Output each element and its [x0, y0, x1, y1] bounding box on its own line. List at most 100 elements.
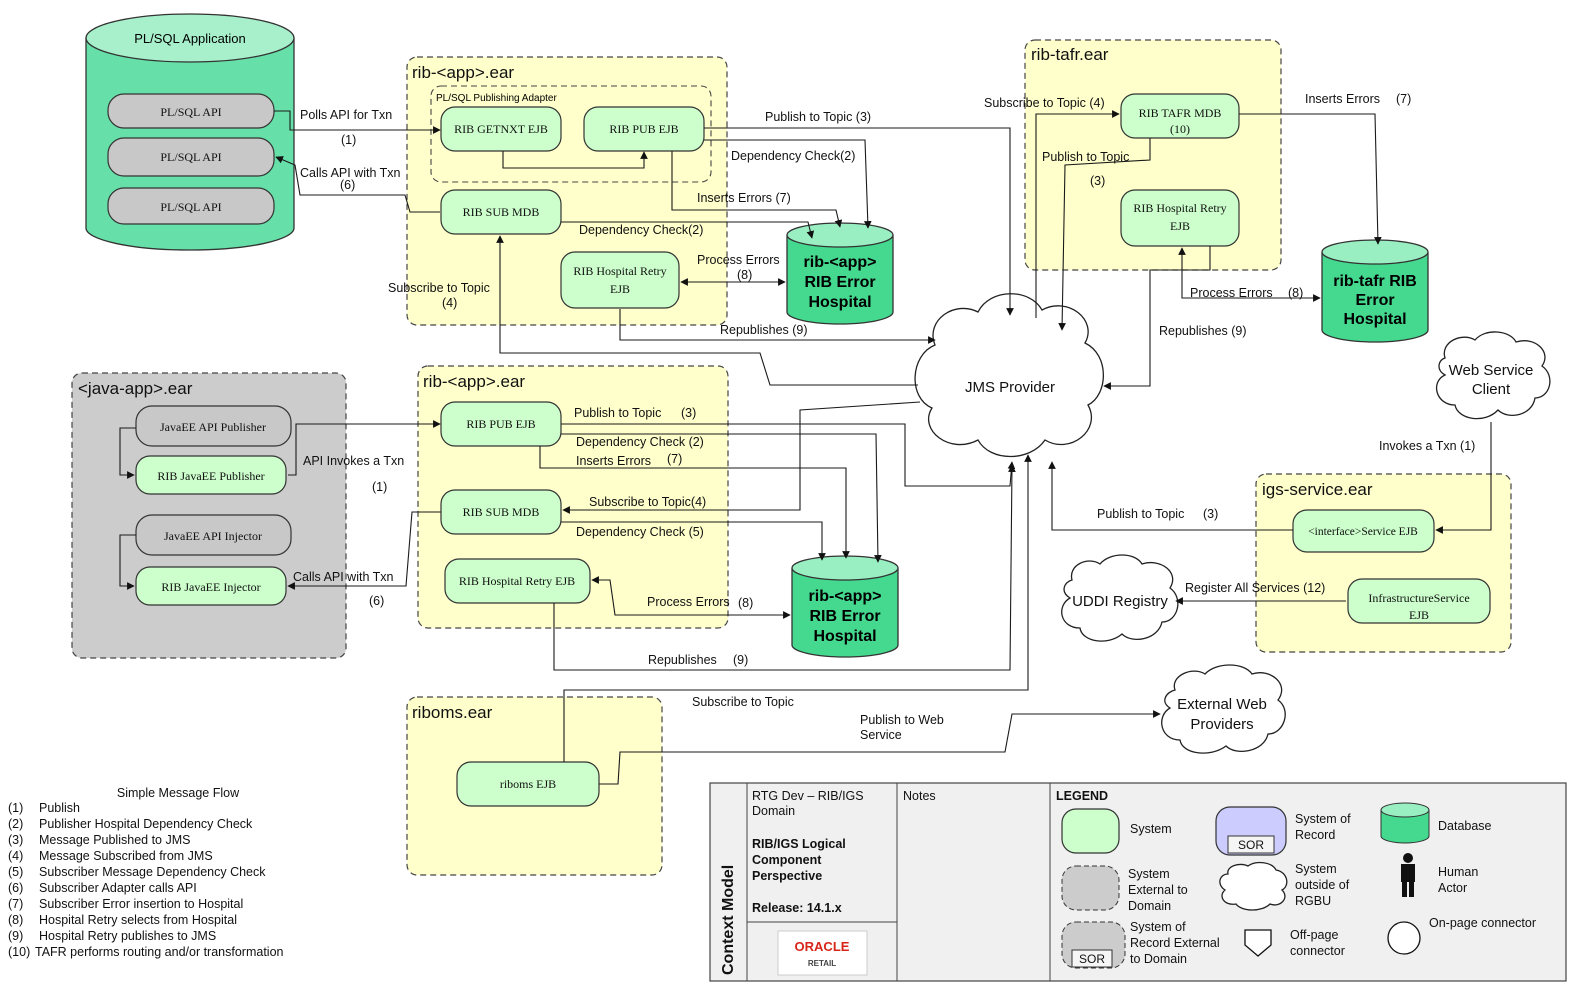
svg-text:System of: System of: [1295, 812, 1351, 826]
uddi-registry-cloud: UDDI Registry: [1061, 554, 1179, 642]
svg-text:to Domain: to Domain: [1130, 952, 1187, 966]
svg-text:Hospital: Hospital: [813, 628, 876, 645]
message-flow-num: (4): [8, 849, 23, 863]
rib-tafr-ear: rib-tafr.ear RIB TAFR MDB (10) RIB Hospi…: [1024, 39, 1282, 271]
svg-text:(6): (6): [369, 594, 384, 608]
jms-provider-cloud: JMS Provider: [914, 293, 1105, 458]
message-flow-text: Subscriber Adapter calls API: [39, 881, 197, 895]
svg-text:(8): (8): [737, 268, 752, 282]
riboms-title: riboms.ear: [412, 703, 493, 722]
on-page-connector-icon: [1387, 921, 1421, 955]
hospital-db-top: rib-<app> RIB Error Hospital: [786, 222, 894, 325]
svg-text:Error: Error: [1355, 292, 1394, 309]
legend-database-icon: [1380, 802, 1430, 844]
rib-hospital-retry-top[interactable]: [560, 251, 680, 309]
svg-text:RIB JavaEE Injector: RIB JavaEE Injector: [161, 580, 260, 594]
plsql-api-label-1: PL/SQL API: [160, 105, 221, 119]
svg-text:RIB/IGS Logical: RIB/IGS Logical: [752, 837, 846, 851]
rib-pub-ejb-top[interactable]: [583, 106, 705, 152]
infrastructure-service-ejb[interactable]: [1347, 578, 1491, 624]
svg-text:RIB SUB MDB: RIB SUB MDB: [463, 505, 540, 519]
svg-text:Invokes a Txn (1): Invokes a Txn (1): [1379, 439, 1475, 453]
svg-text:Inserts Errors (7): Inserts Errors (7): [697, 191, 791, 205]
plsql-api-box-3[interactable]: [107, 187, 275, 225]
riboms-ear: riboms.ear riboms EJB: [406, 696, 663, 876]
rib-javaee-publisher[interactable]: [135, 455, 287, 495]
svg-text:System: System: [1128, 867, 1170, 881]
svg-text:ORACLE: ORACLE: [795, 939, 850, 954]
rib-sub-mdb-top[interactable]: [440, 189, 562, 235]
flow-lines: [119, 110, 1492, 785]
svg-text:Publish to Web: Publish to Web: [860, 713, 944, 727]
java-app-ear: <java-app>.ear JavaEE API Publisher RIB …: [71, 372, 347, 659]
svg-text:JMS Provider: JMS Provider: [965, 379, 1055, 396]
svg-text:Process Errors: Process Errors: [697, 253, 780, 267]
svg-text:<interface>Service EJB: <interface>Service EJB: [1308, 526, 1418, 538]
svg-text:(3): (3): [1090, 174, 1105, 188]
svg-text:Off-page: Off-page: [1290, 928, 1338, 942]
message-flow-item: (9) Hospital Retry publishes to JMS: [8, 929, 216, 943]
svg-text:Domain: Domain: [752, 804, 795, 818]
svg-text:RGBU: RGBU: [1295, 894, 1331, 908]
svg-text:Dependency Check (2): Dependency Check (2): [576, 435, 704, 449]
svg-text:InfrastructureService: InfrastructureService: [1368, 591, 1469, 605]
svg-text:RIB GETNXT EJB: RIB GETNXT EJB: [454, 122, 548, 136]
rib-getnxt-ejb[interactable]: [440, 106, 562, 152]
rib-javaee-injector[interactable]: [135, 566, 287, 606]
svg-text:Subscribe to Topic (4): Subscribe to Topic (4): [984, 96, 1105, 110]
message-flow-text: Hospital Retry publishes to JMS: [39, 929, 216, 943]
svg-text:JavaEE API Publisher: JavaEE API Publisher: [160, 420, 266, 434]
javaee-api-publisher[interactable]: [135, 405, 292, 447]
plsql-api-box-2[interactable]: [107, 137, 275, 177]
legend-system-swatch: [1061, 808, 1120, 854]
svg-text:System of: System of: [1130, 920, 1186, 934]
message-flow-text: Message Published to JMS: [39, 833, 190, 847]
svg-text:(6): (6): [340, 178, 355, 192]
adapter-title: PL/SQL Publishing Adapter: [436, 93, 557, 104]
svg-text:(7): (7): [1396, 92, 1411, 106]
rib-hospital-retry-bottom[interactable]: [444, 558, 591, 604]
svg-text:External Web: External Web: [1177, 696, 1267, 713]
svg-text:Subscribe to Topic: Subscribe to Topic: [388, 281, 490, 295]
svg-text:EJB: EJB: [610, 282, 630, 296]
svg-text:Republishes: Republishes: [648, 653, 717, 667]
igs-title: igs-service.ear: [1262, 480, 1373, 499]
plsql-publishing-adapter: [430, 85, 712, 183]
svg-text:Hospital: Hospital: [1343, 311, 1406, 328]
svg-text:JavaEE API Injector: JavaEE API Injector: [164, 529, 262, 543]
message-flow-item: (2)Publisher Hospital Dependency Check: [8, 817, 253, 831]
svg-text:RIB Hospital Retry: RIB Hospital Retry: [573, 264, 666, 278]
plsql-api-label-2: PL/SQL API: [160, 150, 221, 164]
svg-text:Publish to Topic: Publish to Topic: [1097, 507, 1184, 521]
svg-text:Actor: Actor: [1438, 881, 1467, 895]
svg-text:Service: Service: [860, 728, 902, 742]
svg-text:(3): (3): [1203, 507, 1218, 521]
rib-tafr-mdb[interactable]: [1120, 93, 1240, 139]
svg-text:Process Errors: Process Errors: [647, 595, 730, 609]
svg-text:API Invokes a Txn: API Invokes a Txn: [303, 454, 404, 468]
legend-outside-cloud: [1219, 861, 1288, 911]
svg-text:Calls API with Txn: Calls API with Txn: [293, 570, 394, 584]
svg-text:(4): (4): [442, 296, 457, 310]
svg-text:Republishes (9): Republishes (9): [1159, 324, 1247, 338]
plsql-app-title: PL/SQL Application: [134, 31, 246, 46]
legend-panel: Context Model RTG Dev – RIB/IGS Domain R…: [709, 782, 1567, 982]
message-flow-text: Subscriber Message Dependency Check: [39, 865, 266, 879]
svg-text:Subscribe to Topic: Subscribe to Topic: [692, 695, 794, 709]
hospital-db-bottom: rib-<app> RIB Error Hospital: [791, 555, 899, 658]
svg-text:RIB JavaEE Publisher: RIB JavaEE Publisher: [157, 469, 264, 483]
svg-text:rib-tafr RIB: rib-tafr RIB: [1333, 273, 1417, 290]
svg-text:RIB Error: RIB Error: [804, 274, 875, 291]
message-flow-item: (4)Message Subscribed from JMS: [8, 849, 213, 863]
tafr-hospital-db: rib-tafr RIB Error Hospital: [1321, 239, 1429, 343]
svg-text:Web Service: Web Service: [1449, 362, 1534, 379]
svg-text:Process Errors: Process Errors: [1190, 286, 1273, 300]
message-flow-num: (9): [8, 929, 23, 943]
svg-text:Publish to Topic: Publish to Topic: [1042, 150, 1129, 164]
interface-service-ejb[interactable]: [1292, 509, 1435, 553]
svg-text:riboms EJB: riboms EJB: [500, 777, 556, 791]
message-flow-item: (1)Publish: [8, 801, 80, 815]
rib-tafr-hospital-retry[interactable]: [1120, 189, 1240, 247]
svg-text:SOR: SOR: [1238, 838, 1264, 852]
